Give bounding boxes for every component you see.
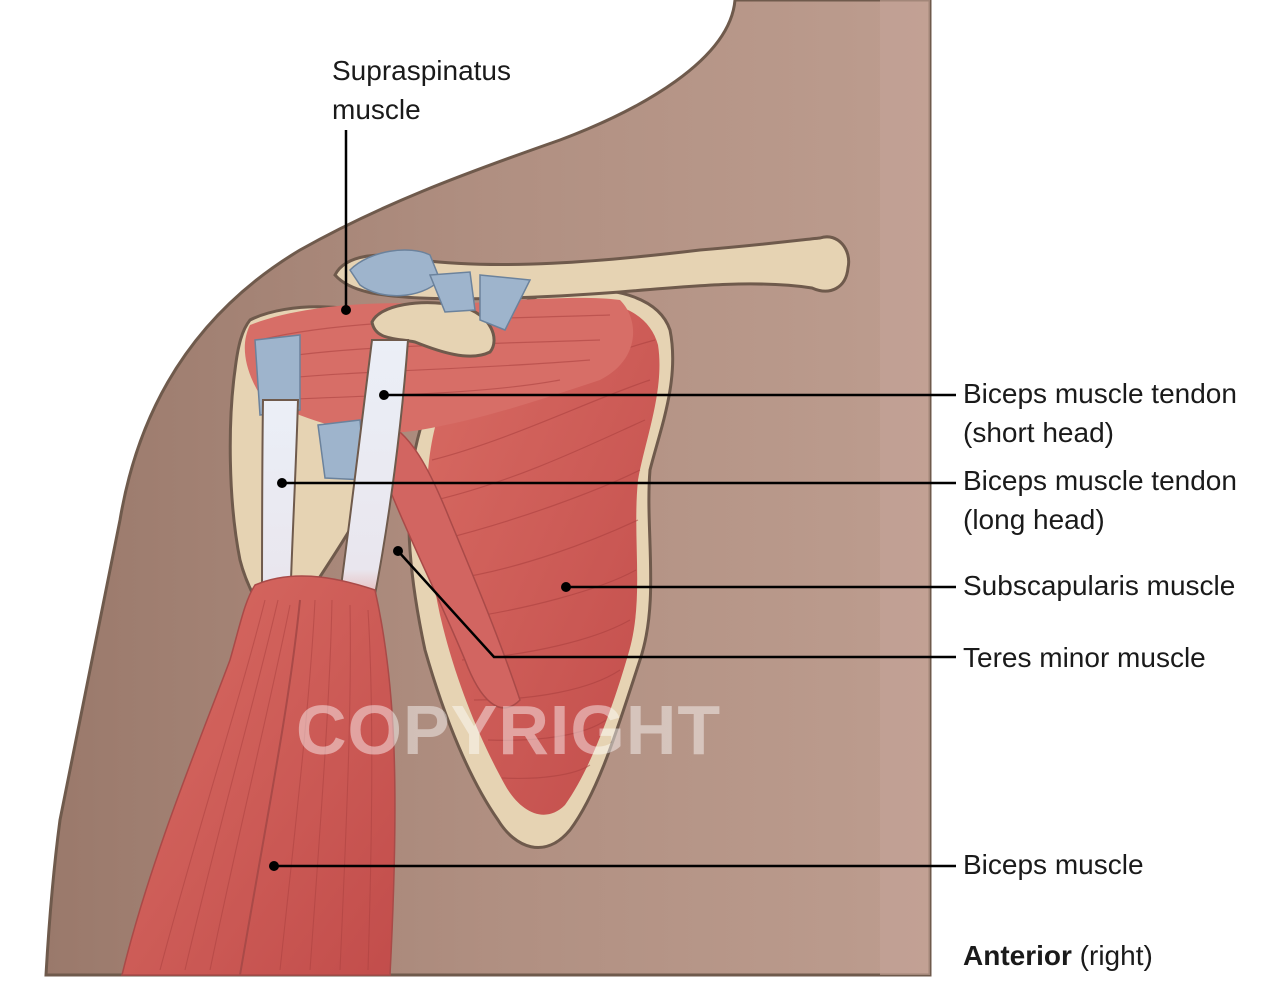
view-caption-bold: Anterior [963, 940, 1072, 971]
back-shadow [880, 0, 930, 975]
biceps-divide [239, 599, 301, 976]
label-teres-minor: Teres minor muscle [963, 642, 1206, 673]
label-biceps-long-line2: (long head) [963, 504, 1105, 535]
label-biceps-long-line1: Biceps muscle tendon [963, 465, 1237, 496]
label-biceps-short-line1: Biceps muscle tendon [963, 378, 1237, 409]
label-supraspinatus-line1: Supraspinatus [332, 55, 512, 86]
leader-lines [274, 130, 956, 868]
supraspinatus-shape [244, 297, 634, 433]
biceps-muscle-shape [121, 575, 396, 976]
leader-dots [269, 305, 571, 871]
label-biceps: Biceps muscle [963, 849, 1144, 880]
label-subscapularis: Subscapularis muscle [963, 570, 1236, 601]
label-supraspinatus: Supraspinatus muscle [332, 51, 511, 129]
view-caption: Anterior (right) [963, 936, 1153, 975]
view-caption-rest: (right) [1071, 940, 1153, 971]
leader-teres-minor [397, 550, 956, 659]
biceps-fibers [159, 599, 373, 971]
label-biceps-short-line2: (short head) [963, 417, 1114, 448]
label-biceps-long-head: Biceps muscle tendon (long head) [963, 461, 1237, 539]
copyright-watermark: COPYRIGHT [296, 691, 722, 769]
label-supraspinatus-line2: muscle [332, 94, 421, 125]
label-biceps-short-head: Biceps muscle tendon (short head) [963, 374, 1237, 452]
